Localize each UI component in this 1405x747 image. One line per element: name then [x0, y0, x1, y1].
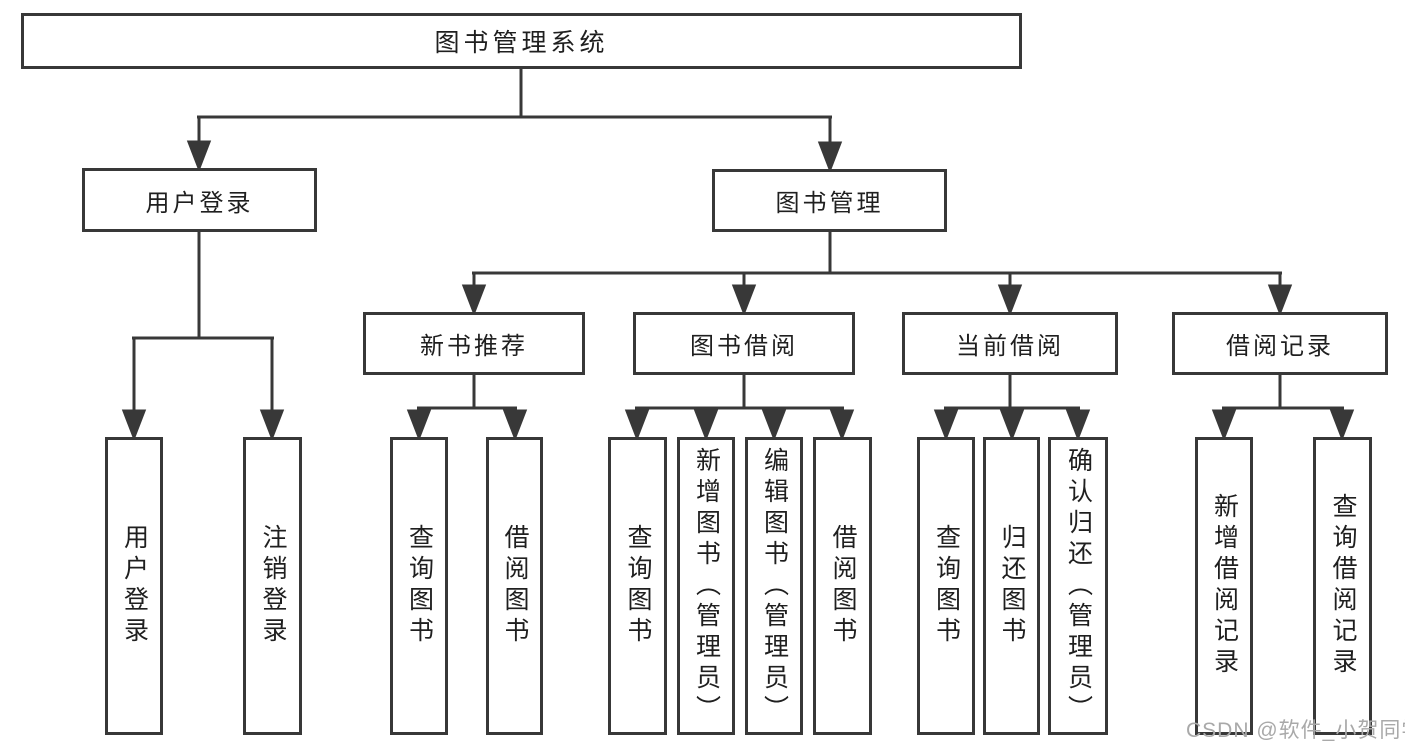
node-user-login: 用户登录: [82, 168, 317, 232]
node-leaf-query-borrow-record: 查询借阅记录: [1313, 437, 1372, 735]
node-label: 借阅图书: [829, 524, 857, 648]
node-label: 注销登录: [259, 524, 287, 648]
node-leaf-add-books-admin: 新增图书（管理员）: [677, 437, 735, 735]
node-leaf-borrow-books: 借阅图书: [813, 437, 872, 735]
node-book-borrowing: 图书借阅: [633, 312, 855, 375]
node-leaf-user-login: 用户登录: [105, 437, 163, 735]
node-current-borrowing: 当前借阅: [902, 312, 1118, 375]
node-leaf-add-borrow-record: 新增借阅记录: [1195, 437, 1253, 735]
node-label: 用户登录: [120, 524, 149, 648]
node-label: 查询图书: [932, 524, 961, 648]
node-leaf-query-books-borrowing: 查询图书: [608, 437, 667, 735]
node-leaf-borrow-books-recommend: 借阅图书: [486, 437, 543, 735]
node-label: 新增借阅记录: [1210, 493, 1239, 679]
node-leaf-confirm-return-admin: 确认归还（管理员）: [1048, 437, 1108, 735]
node-label: 新书推荐: [420, 333, 528, 360]
node-label: 图书管理系统: [434, 29, 609, 57]
node-borrowing-records: 借阅记录: [1172, 312, 1388, 375]
csdn-watermark: CSDN @软件_小贺同学: [1186, 719, 1405, 742]
node-library-management-system: 图书管理系统: [21, 13, 1022, 69]
node-book-management: 图书管理: [712, 169, 947, 232]
node-label: 当前借阅: [956, 333, 1064, 360]
node-label: 图书借阅: [690, 333, 798, 360]
node-leaf-return-books: 归还图书: [983, 437, 1040, 735]
node-label: 编辑图书（管理员）: [760, 446, 789, 726]
node-label: 新增图书（管理员）: [692, 446, 721, 726]
node-label: 归还图书: [998, 524, 1026, 648]
node-label: 借阅记录: [1226, 333, 1334, 360]
node-label: 确认归还（管理员）: [1064, 446, 1093, 726]
node-new-book-recommendation: 新书推荐: [363, 312, 585, 375]
node-label: 用户登录: [145, 189, 254, 217]
node-label: 查询图书: [624, 524, 652, 648]
node-leaf-query-books-current: 查询图书: [917, 437, 975, 735]
node-leaf-logout: 注销登录: [243, 437, 302, 735]
node-label: 图书管理: [775, 190, 884, 217]
node-label: 查询图书: [405, 524, 434, 648]
node-label: 查询借阅记录: [1329, 493, 1357, 679]
node-leaf-query-books-recommend: 查询图书: [390, 437, 448, 735]
node-label: 借阅图书: [501, 524, 529, 648]
node-leaf-edit-books-admin: 编辑图书（管理员）: [745, 437, 803, 735]
